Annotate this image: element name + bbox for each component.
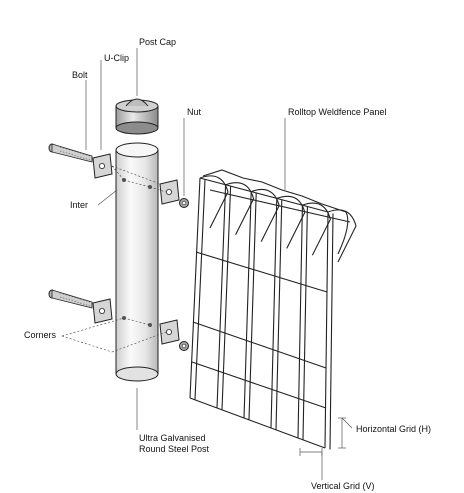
upper-bolt	[48, 143, 93, 163]
rolltop-wire	[327, 209, 357, 263]
weldfence-panel	[189, 169, 357, 450]
lower-nut	[179, 341, 189, 351]
rolltop-wire	[276, 195, 306, 249]
lower-bolt	[48, 289, 93, 309]
corners-label: Corners	[24, 330, 57, 340]
horizontal-wire	[192, 321, 327, 369]
post-label-line2: Round Steel Post	[139, 444, 210, 454]
horizontal-wire	[189, 397, 326, 449]
vertical-wire	[221, 186, 232, 410]
vertical-grid-label: Vertical Grid (V)	[311, 481, 375, 491]
vertical-wire	[329, 213, 334, 450]
horizontal-grid-label: Horizontal Grid (H)	[356, 424, 432, 434]
horizontal-wire	[209, 189, 351, 223]
lower-alignment-lines	[61, 317, 167, 353]
upper-right-u-clip	[159, 179, 180, 205]
nut-label: Nut	[187, 107, 202, 117]
horizontal-wire	[191, 361, 327, 409]
post-label-line1: Ultra Galvanised	[139, 433, 206, 443]
vertical-wire	[302, 206, 308, 440]
vertical-wire	[194, 179, 206, 400]
vertical-wire	[189, 177, 201, 399]
horizontal-wire	[195, 251, 328, 293]
panel-label: Rolltop Weldfence Panel	[288, 107, 387, 117]
lower-left-u-clip	[92, 298, 113, 324]
post-cap-label: Post Cap	[139, 37, 177, 47]
rolltop-end-wire	[337, 211, 349, 255]
upper-left-u-clip	[92, 153, 113, 179]
vertical-wire	[297, 205, 303, 439]
dimension-ticks	[299, 417, 346, 456]
horizontal-wire	[199, 177, 329, 213]
leader-lines	[62, 48, 353, 480]
vertical-wire	[324, 211, 329, 449]
bolt-label: Bolt	[72, 70, 88, 80]
inter-label: Inter	[70, 200, 89, 210]
post-cap	[115, 98, 159, 135]
lower-right-u-clip	[159, 319, 180, 345]
u-clip-label: U-Clip	[104, 53, 130, 63]
vertical-wire	[270, 198, 278, 429]
vertical-wire	[216, 184, 227, 409]
rolltop-wire	[199, 175, 229, 229]
rolltop-top-wire	[202, 169, 347, 213]
rolltop-wire	[302, 202, 331, 256]
rolltop-wire	[225, 182, 255, 236]
upper-nut	[179, 198, 189, 208]
round-steel-post	[115, 142, 159, 382]
upper-alignment-lines	[111, 165, 167, 193]
vertical-wire	[275, 199, 283, 430]
